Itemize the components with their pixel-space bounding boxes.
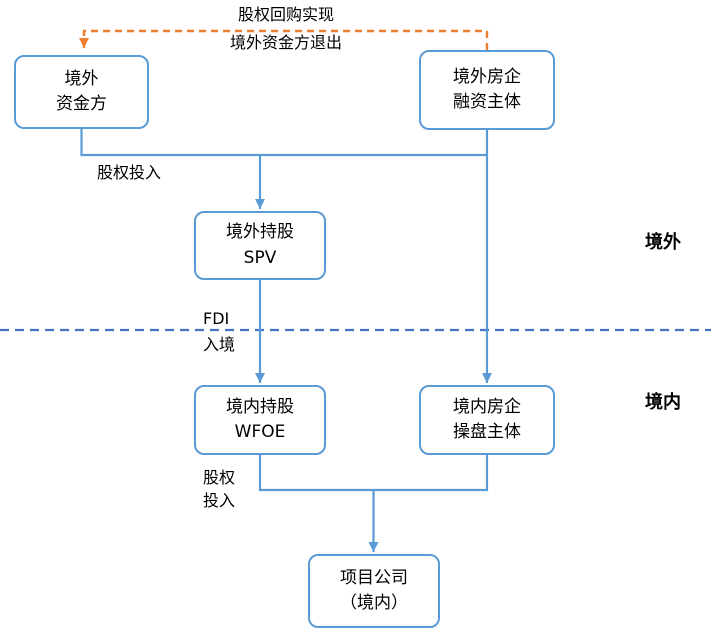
node-onshore-wfoe: 境内持股 WFOE	[194, 385, 326, 455]
node-offshore-capital-label-1: 境外	[64, 68, 99, 89]
edge-label-equity-input-bottom-line2: 投入	[203, 491, 236, 510]
region-label-offshore: 境外	[645, 232, 681, 253]
node-offshore-capital: 境外 资金方	[14, 55, 149, 129]
edge-label-buyback-line1: 股权回购实现	[237, 5, 334, 24]
node-onshore-operator: 境内房企 操盘主体	[419, 385, 555, 455]
node-offshore-spv: 境外持股 SPV	[194, 211, 326, 280]
edge-label-fdi-line2: 入境	[203, 335, 236, 354]
node-project-company-label-2: （境内）	[340, 593, 408, 613]
node-project-company: 项目公司 （境内）	[308, 554, 440, 628]
edge-label-equity-input-bottom-line1: 股权	[203, 468, 236, 487]
edge-label-equity-input-top: 股权投入	[97, 163, 162, 182]
region-label-onshore: 境内	[645, 392, 681, 413]
node-offshore-financing-label-2: 融资主体	[453, 92, 521, 112]
node-onshore-wfoe-label-2: WFOE	[234, 422, 286, 442]
node-offshore-financing-label-1: 境外房企	[453, 66, 521, 87]
node-onshore-wfoe-label-1: 境内持股	[226, 396, 294, 417]
connector-bottom-join	[258, 455, 489, 492]
node-offshore-spv-label-2: SPV	[243, 247, 277, 268]
edge-label-buyback-line2: 境外资金方退出	[229, 33, 342, 52]
node-onshore-operator-label-2: 操盘主体	[453, 422, 521, 442]
node-project-company-label-1: 项目公司	[340, 567, 408, 588]
node-offshore-capital-label-2: 资金方	[56, 94, 107, 114]
edge-label-fdi-line1: FDI	[203, 309, 230, 328]
node-offshore-financing: 境外房企 融资主体	[419, 50, 555, 130]
buyback-dashed-arrow	[79, 29, 489, 50]
connector-capital-trunk	[80, 129, 487, 157]
node-onshore-operator-label-1: 境内房企	[453, 396, 521, 417]
node-offshore-spv-label-1: 境外持股	[226, 222, 294, 242]
